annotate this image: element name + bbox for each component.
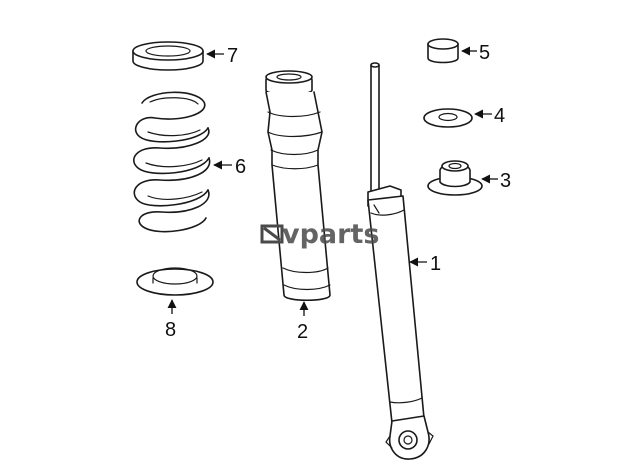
callout-5: 5 [461,42,490,64]
callout-3: 3 [481,170,511,192]
callout-6: 6 [213,156,246,178]
shock-absorber [367,62,434,460]
callout-number-6: 6 [235,156,246,178]
washer [423,108,473,128]
callout-number-1: 1 [430,253,441,275]
callout-number-3: 3 [500,170,511,192]
dust-boot [265,70,331,302]
callout-number-2: 2 [297,321,308,343]
callout-2: 2 [297,301,309,343]
watermark-logo-icon [260,224,284,244]
callout-number-4: 4 [494,105,505,127]
callout-8: 8 [165,299,177,341]
callout-number-8: 8 [165,319,176,341]
callout-7: 7 [206,45,238,67]
lower-spring-seat [136,267,214,296]
watermark-logo-slash [263,226,281,242]
bump-cap [427,38,459,64]
callout-number-5: 5 [479,42,490,64]
callout-4: 4 [474,105,505,127]
upper-mount [427,160,483,196]
upper-spring-seat [132,41,204,71]
coil-spring [133,91,211,233]
watermark: vparts [260,219,379,250]
watermark-text: vparts [282,219,379,250]
callout-1: 1 [409,253,441,275]
callout-number-7: 7 [227,45,238,67]
